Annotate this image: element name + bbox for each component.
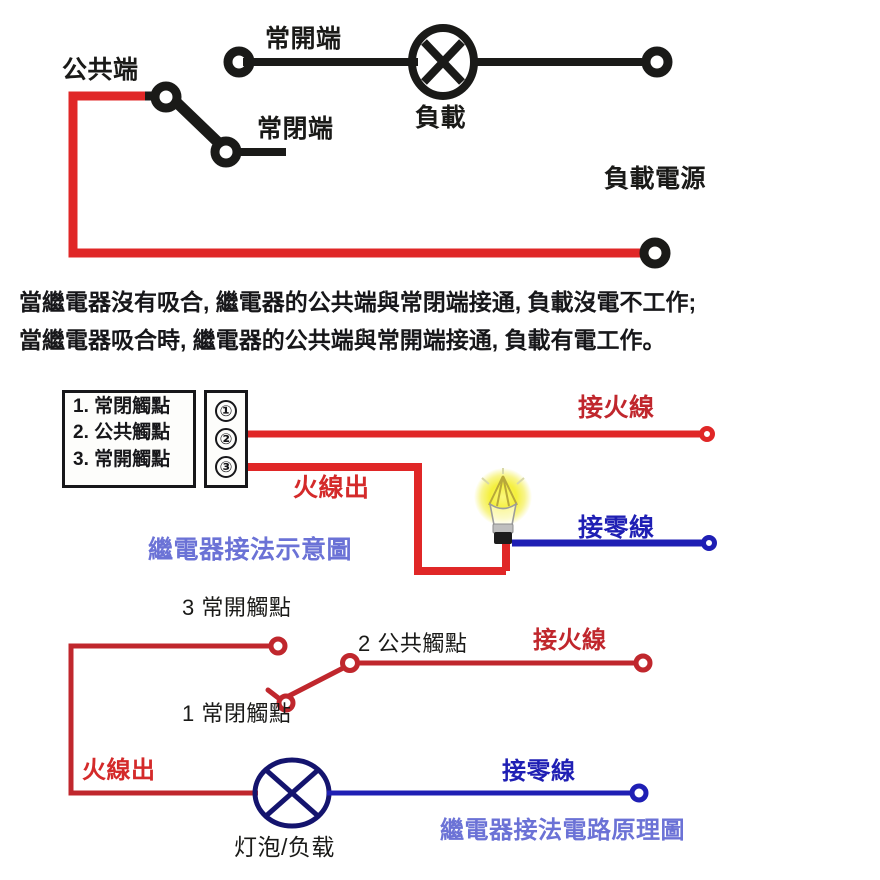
terminal-load-right-top bbox=[641, 46, 673, 78]
caption-relay-circuit-principle: 繼電器接法電路原理圖 bbox=[440, 817, 685, 844]
bottom-live-out-wire bbox=[68, 643, 272, 796]
label-lamp-load-bottom: 灯泡/负载 bbox=[234, 834, 335, 860]
terminal-normally-open-bottom bbox=[268, 636, 288, 656]
label-connect-live-middle: 接火線 bbox=[578, 394, 655, 422]
terminal-common-top bbox=[150, 81, 182, 113]
label-normally-open-top: 常開端 bbox=[265, 25, 342, 53]
relay-lever-arm-top bbox=[166, 92, 230, 154]
label-live-wire-out-bottom: 火線出 bbox=[82, 757, 156, 784]
label-connect-live-bottom: 接火線 bbox=[533, 627, 607, 654]
legend-list: 1. 常閉觸點 2. 公共觸點 3. 常開觸點 bbox=[65, 393, 193, 473]
relay-terminal-block: ① ② ③ bbox=[204, 390, 248, 488]
terminal-number-3: ③ bbox=[215, 456, 237, 478]
label-connect-neutral-bottom: 接零線 bbox=[502, 758, 576, 785]
terminal-number-1: ① bbox=[215, 400, 237, 422]
relay-lever-arm-bottom bbox=[265, 662, 352, 703]
terminal-normally-closed-top bbox=[210, 136, 286, 168]
bottom-live-wire bbox=[355, 653, 653, 673]
middle-live-wire bbox=[245, 426, 715, 442]
caption-relay-wiring-illustration: 繼電器接法示意圖 bbox=[148, 536, 353, 564]
label-load-power-top: 負載電源 bbox=[604, 165, 707, 193]
label-connect-neutral-middle: 接零線 bbox=[578, 514, 655, 542]
bottom-neutral-wire bbox=[327, 783, 649, 803]
top-red-supply-wire bbox=[68, 91, 644, 258]
label-live-wire-out-middle: 火線出 bbox=[293, 474, 370, 502]
label-common-top: 公共端 bbox=[62, 56, 139, 84]
middle-neutral-wire bbox=[512, 535, 717, 551]
legend-item-1: 1. 常閉觸點 bbox=[73, 396, 171, 417]
terminal-number-2: ② bbox=[215, 428, 237, 450]
terminal-common-bottom bbox=[340, 653, 360, 673]
legend-item-2: 2. 公共觸點 bbox=[73, 422, 171, 444]
description-line-1: 當繼電器沒有吸合, 繼電器的公共端與常閉端接通, 負載沒電不工作; bbox=[19, 289, 697, 315]
load-symbol-top bbox=[408, 24, 478, 100]
label-normally-open-bottom: 3 常開觸點 bbox=[182, 595, 292, 620]
label-normally-closed-top: 常閉端 bbox=[257, 115, 334, 143]
legend-item-3: 3. 常開觸點 bbox=[73, 448, 171, 470]
label-common-bottom: 2 公共觸點 bbox=[358, 631, 468, 656]
terminal-normally-closed-bottom bbox=[276, 693, 296, 713]
description-line-2: 當繼電器吸合時, 繼電器的公共端與常開端接通, 負載有電工作。 bbox=[19, 327, 666, 353]
label-load-top: 負載 bbox=[415, 104, 467, 132]
lamp-symbol-bottom bbox=[252, 757, 332, 829]
terminal-load-power bbox=[639, 237, 671, 269]
terminal-normally-open-top bbox=[223, 46, 255, 78]
legend-box: 1. 常閉觸點 2. 公共觸點 3. 常開觸點 bbox=[62, 390, 196, 488]
middle-live-out-wire bbox=[245, 463, 510, 575]
label-normally-closed-bottom: 1 常閉觸點 bbox=[182, 701, 292, 726]
light-bulb-middle bbox=[474, 468, 532, 544]
